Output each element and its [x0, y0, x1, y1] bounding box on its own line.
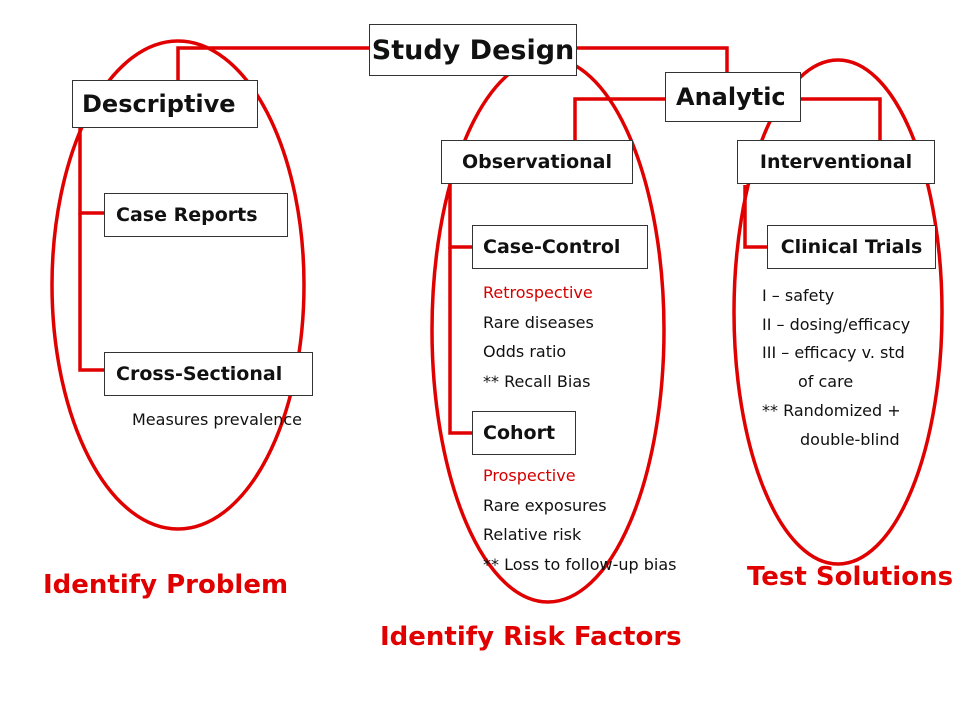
case-control-box: Case-Control — [472, 225, 648, 269]
analytic-box: Analytic — [665, 72, 801, 122]
connector-observational-to-case-control — [448, 185, 472, 249]
case-control-label: Case-Control — [483, 236, 621, 258]
case-control-note-1: Rare diseases — [483, 312, 594, 332]
clinical-trials-note-0: I – safety — [762, 286, 835, 305]
cross-sectional-box: Cross-Sectional — [104, 352, 313, 396]
cohort-note-1: Rare exposures — [483, 495, 607, 515]
connector-study-to-descriptive — [176, 46, 372, 82]
connector-descriptive-to-case-reports — [78, 128, 104, 215]
case-reports-label: Case Reports — [116, 204, 258, 226]
descriptive-label: Descriptive — [82, 90, 236, 118]
cohort-note-0: Prospective — [483, 466, 576, 485]
study-design-label: Study Design — [371, 34, 575, 66]
connector-interventional-to-clinical-trials — [743, 185, 768, 249]
cohort-box: Cohort — [472, 411, 576, 455]
clinical-trials-box: Clinical Trials — [767, 225, 936, 269]
connector-study-to-analytic — [577, 46, 729, 73]
case-control-notes: Retrospective Rare diseases Odds ratio *… — [483, 278, 594, 396]
goal-test-solutions: Test Solutions — [747, 562, 954, 592]
clinical-trials-note-4: ** Randomized + — [762, 400, 901, 420]
study-design-box: Study Design — [369, 24, 577, 76]
cohort-notes: Prospective Rare exposures Relative risk… — [483, 461, 677, 579]
analytic-label: Analytic — [676, 83, 786, 111]
clinical-trials-note-3: of care — [798, 372, 854, 392]
goal-identify-problem: Identify Problem — [43, 570, 289, 600]
case-control-note-2: Odds ratio — [483, 342, 567, 361]
cross-sectional-note: Measures prevalence — [132, 410, 302, 429]
interventional-label: Interventional — [759, 151, 913, 173]
case-control-note-3: ** Recall Bias — [483, 371, 591, 391]
clinical-trials-note-1: II – dosing/efficacy — [762, 314, 911, 334]
connector-observational-to-cohort — [448, 247, 472, 435]
interventional-group-ellipse — [732, 58, 944, 566]
connector-analytic-to-interventional — [800, 97, 882, 140]
observational-box: Observational — [441, 140, 633, 184]
clinical-trials-note-5: double-blind — [800, 429, 900, 449]
observational-label: Observational — [461, 151, 613, 173]
cohort-note-3: ** Loss to follow-up bias — [483, 554, 677, 574]
interventional-box: Interventional — [737, 140, 935, 184]
goal-identify-risk-factors: Identify Risk Factors — [380, 622, 682, 652]
cross-sectional-label: Cross-Sectional — [116, 363, 283, 385]
cohort-note-2: Relative risk — [483, 525, 582, 544]
connector-descriptive-to-cross-sectional — [78, 213, 104, 372]
clinical-trials-label: Clinical Trials — [780, 236, 923, 258]
descriptive-group-ellipse — [50, 39, 306, 531]
case-reports-box: Case Reports — [104, 193, 288, 237]
clinical-trials-notes: I – safety II – dosing/efficacy III – ef… — [762, 282, 910, 454]
cohort-label: Cohort — [483, 422, 556, 444]
connector-analytic-to-observational — [573, 97, 666, 140]
clinical-trials-note-2: III – efficacy v. std — [762, 343, 905, 363]
case-control-note-0: Retrospective — [483, 283, 593, 302]
descriptive-box: Descriptive — [72, 80, 258, 128]
